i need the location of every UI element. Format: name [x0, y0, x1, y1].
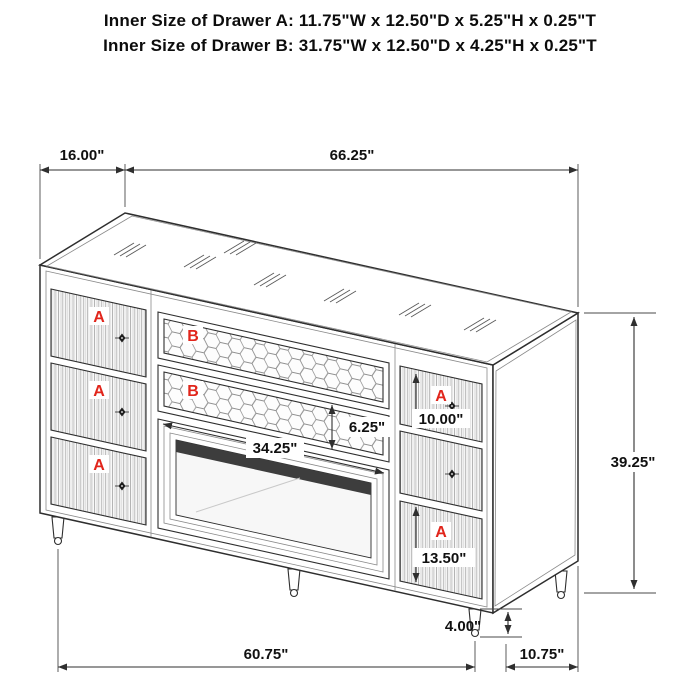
label-b-bottom: B: [187, 383, 199, 400]
dim-bottom-depth: 10.75": [520, 646, 565, 663]
dim-b-drawer-height: 6.25": [349, 419, 385, 436]
dim-leg-height: 4.00": [445, 618, 481, 635]
label-a-right-top: A: [435, 388, 447, 405]
label-a-left-top: A: [93, 309, 105, 326]
top-surface-inset: [45, 215, 573, 363]
header-text: Inner Size of Drawer A: 11.75"W x 12.50"…: [0, 8, 700, 58]
drawer-a-right-middle: [399, 430, 483, 512]
dim-overall-height: 39.25": [611, 454, 656, 471]
label-a-right-bottom: A: [435, 524, 447, 541]
top-surface: [38, 212, 580, 366]
glass-glint: [195, 477, 301, 513]
label-a-left-middle: A: [93, 383, 105, 400]
dim-right-bottom-drawer-height: 13.50": [422, 550, 467, 567]
dim-bottom-width: 60.75": [244, 646, 289, 663]
label-a-left-bottom: A: [93, 457, 105, 474]
drawer-a-inner-size: Inner Size of Drawer A: 11.75"W x 12.50"…: [103, 11, 597, 30]
front-face-inset: [45, 270, 488, 608]
dim-top-depth: 16.00": [60, 147, 105, 164]
drawer-b-top-honeycomb-panel: [163, 318, 384, 403]
drawer-letter-labels: A A A B B A A: [89, 307, 451, 541]
left-drawer-column: [50, 288, 147, 526]
drawer-a-left-middle: [50, 362, 147, 452]
dimension-annotations: 16.00" 66.25" 6.25" 34.25" 10.00" 13.50": [39, 147, 664, 672]
drawer-b-inner-size: Inner Size of Drawer B: 31.75"W x 12.50"…: [103, 36, 597, 55]
front-left-leg: [51, 516, 65, 546]
back-right-leg: [554, 570, 568, 600]
right-side-panel-inset: [494, 319, 577, 607]
dim-top-width: 66.25": [330, 147, 375, 164]
label-b-top: B: [187, 328, 199, 345]
dim-right-top-drawer-height: 10.00": [419, 411, 464, 428]
dim-b-drawer-width: 34.25": [253, 440, 298, 457]
drawer-a-left-top: [50, 288, 147, 378]
front-center-leg: [287, 568, 301, 598]
drawer-a-left-bottom: [50, 436, 147, 526]
